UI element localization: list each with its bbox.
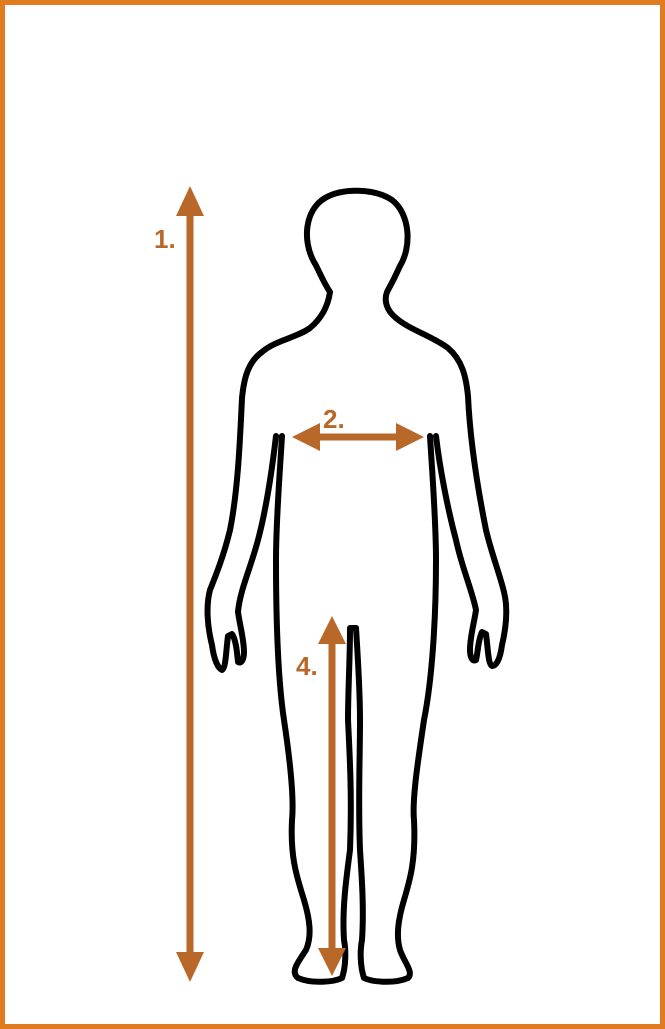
left-arm-outline: [208, 292, 330, 670]
human-body-outline-icon: [208, 191, 507, 982]
right-leg-outline: [356, 436, 436, 982]
height-measurement: 1.: [154, 186, 204, 982]
inseam-arrow-head-top: [318, 616, 346, 644]
height-arrow-head-bottom: [176, 952, 204, 982]
chest-label: 2.: [323, 404, 345, 434]
head-outline: [307, 191, 408, 318]
height-arrow-head-top: [176, 186, 204, 216]
chest-arrow-head-right: [396, 423, 424, 451]
chest-arrow-head-left: [292, 423, 320, 451]
inseam-measurement: 4.: [296, 616, 346, 976]
chest-measurement: 2.: [292, 404, 424, 451]
height-label: 1.: [154, 224, 176, 254]
inseam-label: 4.: [296, 651, 318, 681]
right-arm-outline: [396, 318, 506, 666]
left-leg-outline: [276, 436, 356, 982]
